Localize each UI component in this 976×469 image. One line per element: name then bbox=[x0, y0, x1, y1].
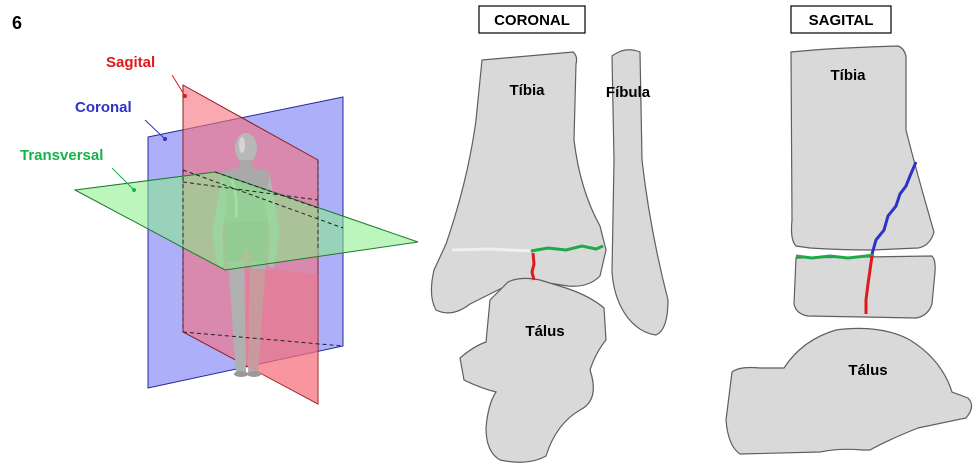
label-coronal: Coronal bbox=[75, 99, 167, 141]
tibia-distal-fragment-sagittal bbox=[793, 255, 936, 319]
fracture-line-sagittal-sagittal bbox=[864, 255, 874, 314]
coronal-ankle-view: CORONAL Tíbia Fíbula Tálus bbox=[430, 5, 669, 463]
fracture-line-sagittal-coronal bbox=[530, 252, 536, 281]
svg-text:Transversal: Transversal bbox=[20, 147, 103, 164]
anatomical-planes-illustration: Sagital Coronal Transversal bbox=[20, 54, 419, 405]
label-talus-coronal: Tálus bbox=[525, 323, 564, 340]
sagittal-plane-front bbox=[246, 268, 318, 404]
fracture-line-transverse-sagittal bbox=[795, 253, 875, 260]
label-sagittal: Sagital bbox=[106, 54, 187, 98]
svg-text:Sagital: Sagital bbox=[106, 54, 155, 71]
fracture-line-coronal-sagittal bbox=[870, 161, 918, 255]
label-tibia-coronal: Tíbia bbox=[509, 82, 545, 99]
label-tibia-sagittal: Tíbia bbox=[830, 67, 866, 84]
label-fibula-coronal: Fíbula bbox=[606, 84, 651, 101]
transversal-plane bbox=[73, 171, 419, 271]
fracture-line-faint bbox=[451, 247, 531, 253]
sagittal-ankle-view: SAGITAL Tíbia Tálus bbox=[725, 5, 973, 455]
coronal-title: CORONAL bbox=[494, 12, 570, 29]
sagittal-title: SAGITAL bbox=[809, 12, 874, 29]
fibula-coronal bbox=[611, 49, 669, 336]
svg-text:Coronal: Coronal bbox=[75, 99, 132, 116]
talus-coronal bbox=[459, 277, 607, 463]
label-transversal: Transversal bbox=[20, 147, 136, 192]
figure-number: 6 bbox=[12, 13, 22, 33]
fracture-line-transverse-coronal bbox=[530, 244, 604, 253]
label-talus-sagittal: Tálus bbox=[848, 362, 887, 379]
talus-sagittal bbox=[725, 327, 973, 455]
sagittal-title-box bbox=[790, 5, 892, 34]
coronal-title-box bbox=[478, 5, 586, 34]
plane-intersection-lines bbox=[182, 160, 344, 347]
